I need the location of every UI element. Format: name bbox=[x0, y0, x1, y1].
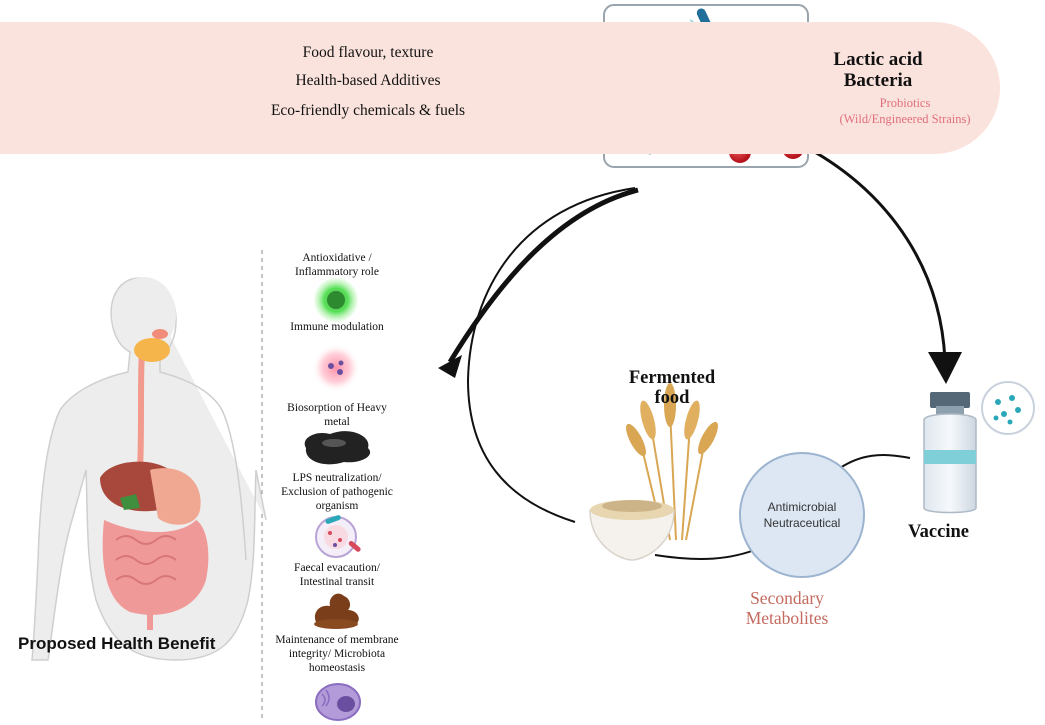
green-cell-icon bbox=[314, 278, 358, 322]
benefit-line: Intestinal transit bbox=[299, 575, 375, 588]
arrow-to-vaccine-head bbox=[928, 352, 962, 384]
membrane-cell-icon bbox=[315, 683, 361, 721]
application-item: Food flavour, texture bbox=[302, 44, 434, 61]
fermented-line1: Fermented bbox=[628, 368, 716, 388]
arrow-to-health-head bbox=[438, 355, 462, 378]
application-item: Eco-friendly chemicals & fuels bbox=[270, 102, 466, 119]
pathogen-icon bbox=[315, 515, 361, 558]
lab-sub-line2: (Wild/Engineered Strains) bbox=[839, 111, 971, 126]
antimicrobial-line2: Neutraceutical bbox=[763, 515, 841, 530]
cycle-arc-bottom bbox=[654, 547, 761, 561]
vaccine-vial-icon bbox=[923, 381, 1035, 514]
benefit-faecal: Faecal evacaution/ Intestinal transit bbox=[252, 562, 422, 590]
lab-subtitle: Probiotics (Wild/Engineered Strains) bbox=[820, 96, 990, 127]
stool-icon bbox=[314, 593, 359, 629]
proposed-health-benefit-label: Proposed Health Benefit bbox=[18, 634, 216, 653]
benefit-lps: LPS neutralization/ Exclusion of pathoge… bbox=[252, 472, 422, 513]
secondary-metabolites-label: Secondary Metabolites bbox=[712, 588, 862, 628]
fermented-food-icon bbox=[589, 383, 718, 561]
benefit-line: metal bbox=[324, 415, 350, 428]
human-body-icon bbox=[31, 277, 267, 661]
lab-sub-line1: Probiotics bbox=[879, 96, 931, 110]
benefit-line: Biosorption of Heavy bbox=[287, 402, 387, 414]
fermented-food-label: Fermented food bbox=[612, 368, 732, 409]
vaccine-label: Vaccine bbox=[908, 522, 969, 542]
lab-title-line2: Bacteria bbox=[843, 69, 913, 91]
cycle-arc-left bbox=[466, 187, 636, 523]
benefit-line: homeostasis bbox=[308, 661, 366, 674]
benefit-line: Faecal evacaution/ bbox=[294, 562, 380, 574]
benefit-line: Exclusion of pathogenic bbox=[281, 485, 393, 498]
benefit-antioxidative: Antioxidative / Inflammatory role bbox=[252, 252, 422, 280]
benefit-line: integrity/ Microbiota bbox=[288, 647, 386, 660]
applications-band bbox=[0, 22, 1000, 154]
benefit-immune: Immune modulation bbox=[252, 321, 422, 335]
benefit-line: Antioxidative / bbox=[302, 252, 372, 264]
secondary-line1: Secondary bbox=[750, 588, 824, 608]
secondary-line2: Metabolites bbox=[745, 608, 829, 629]
benefit-membrane: Maintenance of membrane integrity/ Micro… bbox=[252, 634, 422, 675]
benefit-line: Maintenance of membrane bbox=[275, 634, 399, 646]
heavy-metal-icon bbox=[304, 431, 371, 465]
benefit-line: Inflammatory role bbox=[295, 265, 379, 278]
application-item: Health-based Additives bbox=[295, 72, 441, 89]
benefit-biosorption: Biosorption of Heavy metal bbox=[252, 402, 422, 430]
antimicrobial-label: Antimicrobial Neutraceutical bbox=[742, 500, 862, 531]
fermented-line2: food bbox=[654, 388, 690, 409]
pink-glow-cell-icon bbox=[312, 344, 360, 392]
benefit-line: organism bbox=[315, 499, 359, 512]
lab-title-line1: Lactic acid bbox=[833, 49, 923, 70]
lab-title: Lactic acid Bacteria bbox=[808, 49, 948, 92]
arrow-curve-to-health bbox=[447, 187, 639, 364]
antimicrobial-line1: Antimicrobial bbox=[767, 500, 837, 514]
antimicrobial-circle bbox=[739, 452, 865, 578]
benefit-line: Immune modulation bbox=[290, 321, 384, 333]
benefit-line: LPS neutralization/ bbox=[292, 472, 382, 484]
cycle-arc-right-to-vial bbox=[839, 454, 911, 469]
